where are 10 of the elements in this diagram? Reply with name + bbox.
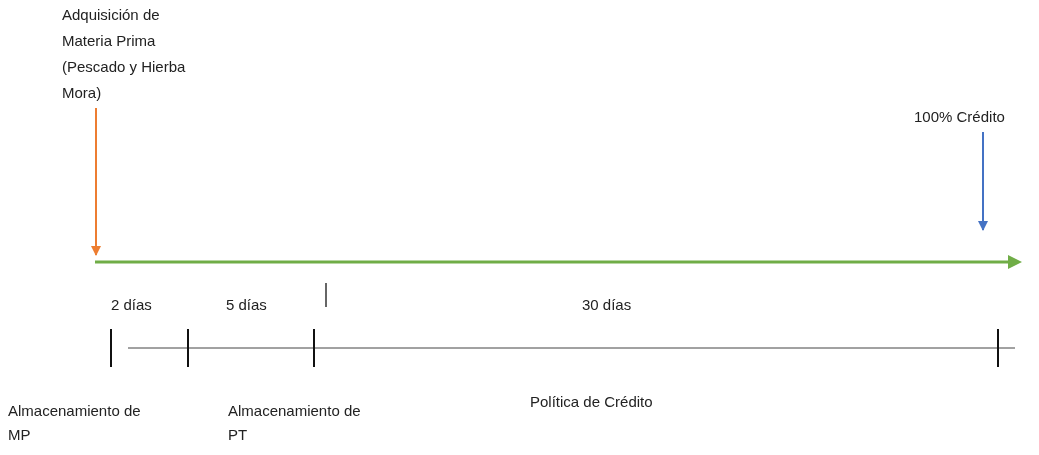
text-label: Adquisición de Materia Prima (Pescado y Hierba Mora)	[62, 2, 202, 106]
duration-label: 2 días	[111, 295, 153, 315]
text-label: 100% Crédito	[914, 104, 1034, 130]
phase-label: Política de Crédito	[530, 392, 654, 412]
duration-label: 5 días	[226, 295, 268, 315]
phase-label: Almacenamiento de MP	[8, 401, 142, 445]
arrow	[978, 131, 988, 231]
arrow	[91, 107, 101, 256]
duration-label: 30 días	[582, 295, 633, 315]
phase-label: Almacenamiento de PT	[228, 401, 362, 445]
